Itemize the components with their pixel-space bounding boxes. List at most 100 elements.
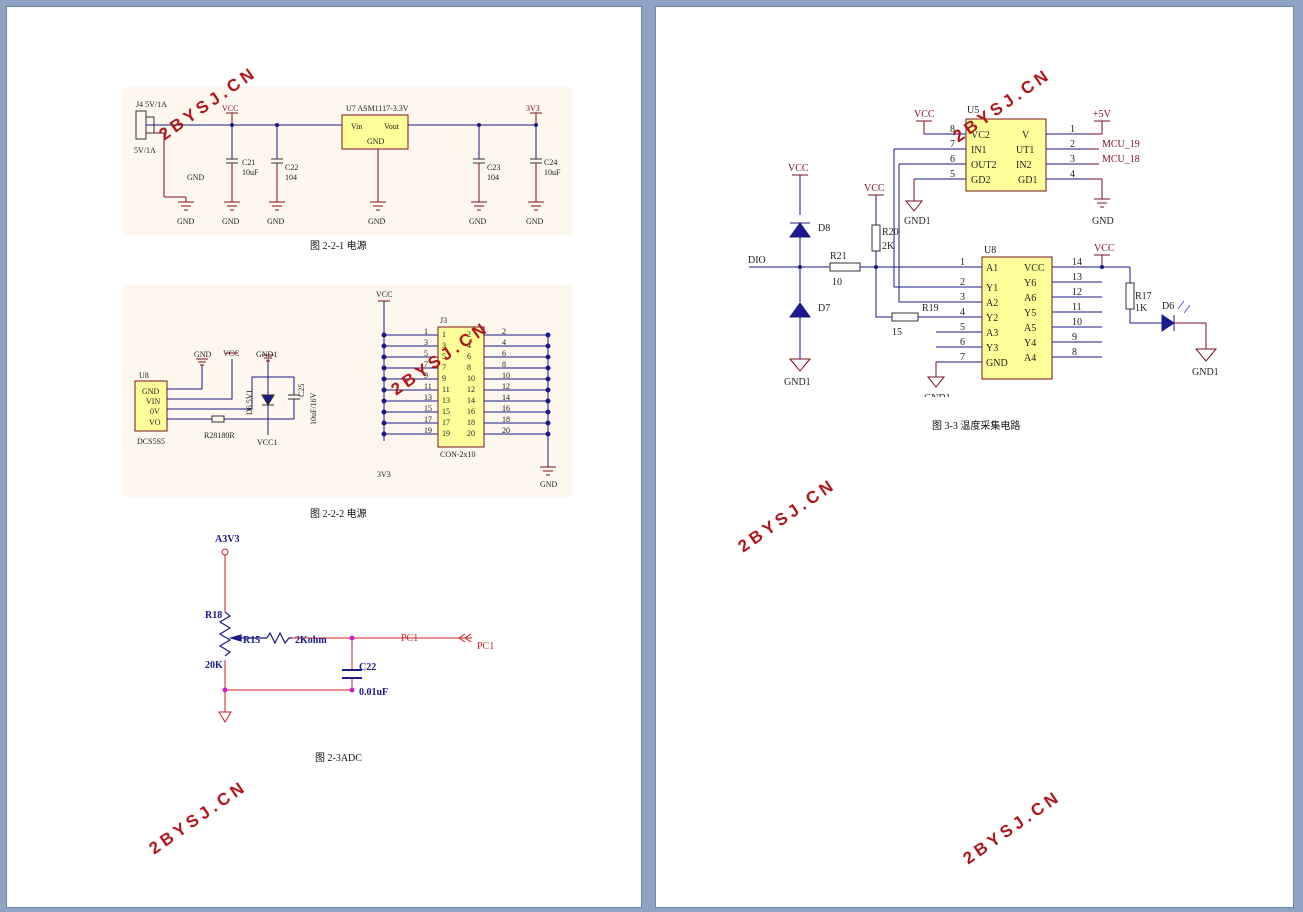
u8-right-pin-number: 14	[1072, 257, 1082, 268]
dc-pin-0v: 0V	[150, 407, 160, 416]
j3-left-pin-number: 3	[424, 338, 428, 347]
gnd-label: GND	[267, 217, 285, 226]
u8-right-pin-name: A4	[1024, 353, 1036, 364]
u8-right-pin-name: A5	[1024, 323, 1036, 334]
r20-label: R20	[882, 227, 899, 238]
c23-value: 104	[487, 173, 499, 182]
u5-pin-vc2: VC2	[971, 130, 990, 141]
gnd-label: GND	[177, 217, 195, 226]
j3-right-pin-number: 14	[502, 393, 510, 402]
j3-left-pin-number: 1	[424, 327, 428, 336]
j3-inner-pin-number: 6	[467, 352, 471, 361]
c21-value: 10uF	[242, 168, 259, 177]
j3-left-pin-number: 13	[424, 393, 432, 402]
gnd-label: GND	[194, 350, 212, 359]
u8-left-pin-number: 5	[960, 322, 965, 333]
u8-left-pin-name: GND	[986, 358, 1008, 369]
u5-pin-ut1: UT1	[1016, 145, 1034, 156]
j3-left-junction	[381, 409, 387, 415]
r15-value: 2Kohm	[295, 635, 327, 646]
mcu18-label: MCU_18	[1102, 154, 1140, 165]
document-page-right: VCC U5 +5V VC2 IN1 OUT2 GD2 V UT1 IN2 GD…	[656, 7, 1293, 907]
c25-value: 10uF/16V	[309, 392, 318, 425]
u8-right-pin-name: Y6	[1024, 278, 1036, 289]
j3-inner-pin-number: 4	[467, 341, 471, 350]
u5-pin-v: V	[1022, 130, 1030, 141]
r19-label: R19	[922, 303, 939, 314]
u5-pin-number: 8	[950, 124, 955, 135]
r20-value: 2K	[882, 241, 895, 252]
j3-inner-pin-number: 9	[442, 374, 446, 383]
u8-left-pin-name: Y2	[986, 313, 998, 324]
j3-right-pin-number: 2	[502, 327, 506, 336]
j3-inner-pin-number: 16	[467, 407, 475, 416]
regulator-gnd: GND	[367, 137, 385, 146]
power-supply-schematic-1: J4 5V/1A 5V/1A VCC GND U7 ASM1117-3.3V V…	[122, 87, 572, 235]
j3-left-pin-number: 7	[424, 360, 428, 369]
d8-label: D8	[818, 223, 830, 234]
dc-pin-gnd: GND	[142, 387, 160, 396]
j3-inner-pin-number: 19	[442, 429, 450, 438]
u8-left-pin-name: A1	[986, 263, 998, 274]
r21-value: 10	[832, 277, 842, 288]
u8-right-pin-number: 12	[1072, 287, 1082, 298]
u8-right-pin-number: 8	[1072, 347, 1077, 358]
figure-caption-3-3: 图 3-3 温度采集电路	[932, 421, 1021, 432]
r28-label: R28180R	[204, 431, 235, 440]
c21-label: C21	[242, 158, 255, 167]
c24-label: C24	[544, 158, 557, 167]
j3-right-pin-number: 16	[502, 404, 510, 413]
power-supply-schematic-2: U8 GND VIN 0V VO DCS5S5 GND VCC GND1 VCC…	[122, 285, 572, 497]
adc-schematic: A3V3 R18 20K R15 2Kohm C22 0.01uF PC1 PC…	[205, 534, 494, 723]
u5-pin-gd1: GD1	[1018, 175, 1037, 186]
r17-value: 1K	[1135, 303, 1148, 314]
u5-pin-number: 3	[1070, 154, 1075, 165]
watermark: 2BYSJ.CN	[959, 786, 1065, 869]
vcc-label: VCC	[788, 163, 809, 174]
j3-inner-pin-number: 17	[442, 418, 450, 427]
u8-right-pin-name: VCC	[1024, 263, 1045, 274]
u8-left-pin-number: 3	[960, 292, 965, 303]
d6-label: D6	[1162, 301, 1174, 312]
u8-left-pin-name: A3	[986, 328, 998, 339]
document-page-left: J4 5V/1A 5V/1A VCC GND U7 ASM1117-3.3V V…	[7, 7, 641, 907]
u5-pin-number: 2	[1070, 139, 1075, 150]
figure-caption-2-2-1: 图 2-2-1 电源	[310, 241, 367, 252]
c22-value: 104	[285, 173, 297, 182]
r17-label: R17	[1135, 291, 1152, 302]
j3-right-pin-number: 12	[502, 382, 510, 391]
jack-rating-label: 5V/1A	[134, 146, 156, 155]
j3-left-junction	[381, 431, 387, 437]
j3-left-junction	[381, 332, 387, 338]
gnd-label: GND	[1092, 216, 1114, 227]
j3-right-pin-number: 10	[502, 371, 510, 380]
vcc-label: VCC	[376, 290, 392, 299]
regulator-vin: Vin	[351, 122, 363, 131]
gnd-net-label: GND	[187, 173, 205, 182]
figure-caption-2-3: 图 2-3ADC	[315, 753, 362, 764]
vcc-label: VCC	[1094, 243, 1115, 254]
u5-pin-number: 1	[1070, 124, 1075, 135]
j3-right-pin-number: 6	[502, 349, 506, 358]
u8-right-pin-number: 9	[1072, 332, 1077, 343]
c24-value: 10uF	[544, 168, 561, 177]
j3-right-pin-number: 18	[502, 415, 510, 424]
u8-left-pin-name: A2	[986, 298, 998, 309]
j3-inner-pin-number: 14	[467, 396, 475, 405]
u8-right-pin-name: Y4	[1024, 338, 1036, 349]
figure-caption-2-2-2: 图 2-2-2 电源	[310, 509, 367, 520]
j3-inner-pin-number: 13	[442, 396, 450, 405]
c25-label: C25	[297, 384, 306, 397]
u8-label: U8	[139, 371, 149, 380]
j3-left-pin-number: 9	[424, 371, 428, 380]
dio-label: DIO	[748, 255, 766, 266]
u8-right-pin-name: Y5	[1024, 308, 1036, 319]
j3-left-junction	[381, 376, 387, 382]
3v3-label: 3V3	[377, 470, 391, 479]
u8-right-pin-name: A6	[1024, 293, 1036, 304]
j3-inner-pin-number: 1	[442, 330, 446, 339]
u5-pin-number: 5	[950, 169, 955, 180]
r18-label: R18	[205, 610, 222, 621]
watermark: 2BYSJ.CN	[145, 776, 251, 859]
u5-pin-number: 4	[1070, 169, 1075, 180]
